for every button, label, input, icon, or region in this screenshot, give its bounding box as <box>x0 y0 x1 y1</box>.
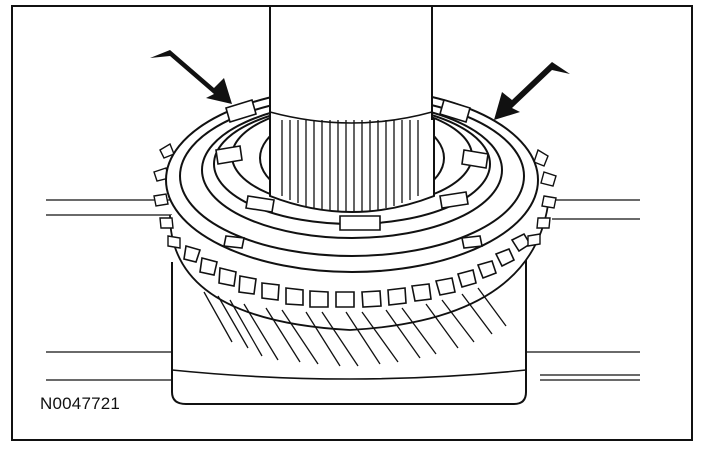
background-lines <box>46 199 640 381</box>
blocking-ring-lugs <box>215 98 489 249</box>
helix-grooves <box>203 287 507 367</box>
splined-hub <box>259 109 445 213</box>
callout-arrow-left <box>150 50 232 104</box>
arrow-down-right-icon <box>150 50 232 104</box>
arrow-down-left-icon <box>494 62 570 120</box>
figure-id-label: N0047721 <box>40 394 121 413</box>
gear-rim-teeth <box>153 142 557 249</box>
gear-teeth <box>183 232 532 308</box>
callout-arrow-right <box>494 62 570 120</box>
figure-border <box>11 5 693 441</box>
output-shaft <box>269 7 433 124</box>
